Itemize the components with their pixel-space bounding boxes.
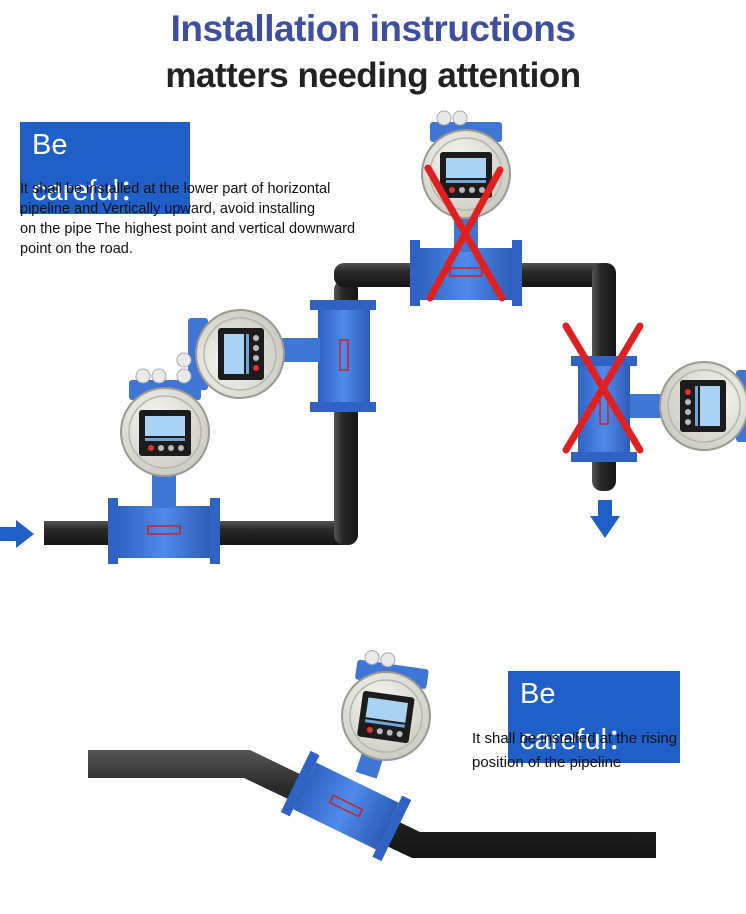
instruction-line: position of the pipeline — [472, 754, 622, 771]
flowmeter-highest-point-wrong — [410, 110, 522, 306]
flowmeter-rising-correct — [280, 646, 440, 862]
page-subtitle: matters needing attention — [165, 56, 581, 95]
cross-mark-icon — [424, 164, 506, 302]
instruction-line: on the pipe The highest point and vertic… — [20, 221, 356, 237]
instruction-line: pipeline and Vertically upward, avoid in… — [20, 201, 316, 217]
flowmeter-vertical-upward-correct — [176, 300, 376, 412]
careful-badge-top: Be careful： — [20, 122, 190, 214]
careful-badge-bottom: Be careful： — [508, 671, 680, 763]
instruction-text-bottom: It shall be installed at the rising posi… — [472, 727, 732, 775]
flow-arrow-down-icon — [590, 500, 620, 538]
flow-arrow-in-icon — [0, 520, 34, 548]
instruction-text-top: It shall be installed at the lower part … — [20, 179, 380, 259]
instruction-line: point on the road. — [20, 241, 133, 257]
instruction-line: It shall be installed at the lower part … — [20, 181, 331, 197]
flowmeter-horizontal-correct — [108, 368, 220, 564]
instruction-line: It shall be installed at the rising — [472, 730, 678, 747]
pipe-rising — [88, 750, 656, 858]
flowmeter-vertical-downward-wrong — [562, 322, 746, 462]
page-title: Installation instructions — [170, 8, 576, 49]
cross-mark-icon — [562, 322, 644, 454]
